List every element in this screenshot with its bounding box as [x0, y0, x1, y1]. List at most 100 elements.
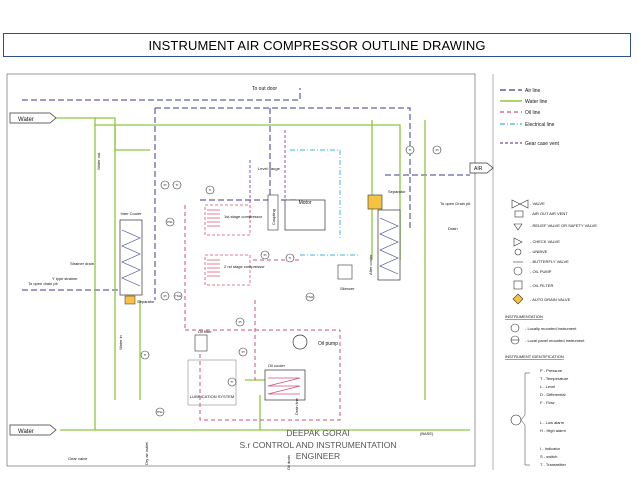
author-title: ENGINEER	[295, 451, 341, 461]
water-lines	[40, 117, 470, 431]
to-out-door-label: To out door	[252, 86, 277, 92]
gear-valve-label: Gear valve	[68, 456, 88, 461]
svg-text:TI: TI	[289, 256, 292, 260]
instrumentation-title: INSTRUMENTATION	[505, 314, 543, 319]
first-stage-compressor: 1st stage compressor	[204, 204, 263, 236]
legend-air-line: Air line	[525, 88, 541, 94]
second-stage-compressor: 2 nd stage compressor	[204, 254, 265, 286]
svg-text:TI: TI	[409, 148, 412, 152]
coupling: Coupling	[267, 194, 279, 231]
gear-case-vent	[249, 130, 286, 230]
id-pressure: P - Pressure	[540, 368, 563, 373]
dry-air-outlet-label: Dry air outlet	[144, 441, 149, 465]
svg-text:TSH: TSH	[307, 295, 313, 299]
silencer-label: Silencer	[340, 286, 355, 291]
drain-label: Drain	[448, 226, 458, 231]
svg-text:PI: PI	[264, 253, 267, 257]
identification-title: INSTRUMENT IDENTIFICATION	[505, 354, 564, 359]
after-cooler-label: After cooler	[368, 254, 373, 275]
inter-cooler-label: Inter Cooler	[121, 211, 143, 216]
y-strainer-label: Y type strainer	[52, 276, 78, 281]
id-indicator: I - Indicator	[540, 446, 561, 451]
oil-drain-label: Oil drain	[286, 455, 291, 470]
svg-text:PI: PI	[242, 350, 245, 354]
legend-identification: INSTRUMENT IDENTIFICATION P - Pressure T…	[505, 354, 569, 467]
water-top-label: Water	[18, 117, 34, 123]
legend-instrumentation: INSTRUMENTATION - Locally mounted instru…	[505, 314, 585, 345]
motor-label: Motor	[299, 200, 312, 206]
second-stage-label: 2 nd stage compressor	[224, 264, 265, 269]
legend-relief-valve: - RELIEF VALVE OR SAFETY VALVE	[530, 223, 597, 228]
legend-auto-drain: - AUTO DRAIN VALVE	[530, 297, 571, 302]
legend-oil-filter: - OIL FILTER	[530, 283, 553, 288]
id-level: L - Level	[540, 384, 555, 389]
first-stage-label: 1st stage compressor	[224, 214, 263, 219]
svg-text:TI: TI	[209, 188, 212, 192]
drawing-frame	[6, 73, 476, 467]
drain-pit-label: To open Drain pit	[440, 201, 471, 206]
electrical-lines	[290, 149, 360, 256]
legend-symbols: - VALVE - AIR OUT AIR VENT - RELIEF VALV…	[511, 199, 597, 305]
svg-text:PSL: PSL	[157, 410, 163, 414]
after-cooler: After cooler	[368, 209, 401, 281]
drain-line-label: Drain line	[294, 397, 299, 415]
legend-valve: - VALVE	[530, 201, 545, 206]
legend-air-vent: - AIR OUT AIR VENT	[530, 211, 568, 216]
legend-local-instrument: - Locally mounted instrument	[525, 326, 577, 331]
svg-text:TI: TI	[144, 353, 147, 357]
level-gauge-label: Level gauge	[258, 166, 281, 171]
svg-text:PI: PI	[436, 148, 439, 152]
svg-text:TSH: TSH	[175, 294, 181, 298]
water-bottom-label: Water	[18, 429, 34, 435]
legend-oil-pump: - OIL PUMP	[530, 269, 552, 274]
oil-lines	[184, 205, 341, 421]
author-footer: DEEPAK GORAI S.r CONTROL AND INSTRUMENTA…	[228, 428, 408, 463]
lubrication-label: LUBRICATION SYSTEM	[190, 394, 234, 399]
legend-gear-vent: Gear case vent	[525, 141, 560, 147]
drain-pit-left-label: To open drain pit	[28, 281, 58, 286]
water-out-label: Water out	[96, 152, 101, 170]
legend-butterfly: - BUTTERFLY VALVE	[530, 259, 569, 264]
id-differential: D - Differential	[540, 392, 566, 397]
oil-filter: Oil filter	[194, 329, 212, 352]
svg-text:TI: TI	[231, 380, 234, 384]
svg-text:PSL: PSL	[167, 220, 173, 224]
legend-electrical-line: Electrical line	[525, 122, 555, 128]
base-label: (BASE)	[420, 431, 434, 436]
author-role: S.r CONTROL AND INSTRUMENTATION	[239, 439, 397, 450]
separator-left: Separator	[124, 295, 155, 305]
air-label: AIR	[474, 166, 483, 172]
oil-cooler-label: Oil cooler	[268, 363, 286, 368]
svg-text:PI: PI	[164, 183, 167, 187]
id-transmitter: T - Transmitter	[540, 462, 567, 467]
legend-panel-instrument: - Local panel mounted instrument	[525, 338, 585, 343]
svg-text:PI: PI	[239, 320, 242, 324]
legend-water-line: Water line	[525, 99, 548, 105]
instrument-bubbles	[140, 145, 442, 417]
id-switch: S - switch	[540, 454, 557, 459]
coupling-label: Coupling	[271, 209, 276, 225]
silencer: Silencer	[337, 264, 355, 291]
strainer-drain-label: Strainer drain	[70, 261, 94, 266]
author-name: DEEPAK GORAI	[286, 428, 350, 438]
page-title: INSTRUMENT AIR COMPRESSOR OUTLINE DRAWIN…	[3, 33, 631, 57]
id-high-alarm: H - High alarm	[540, 428, 566, 433]
oil-pump-label: Oil pump	[318, 341, 338, 347]
oil-cooler: Oil cooler	[264, 363, 306, 401]
separator-right-label: Separator	[388, 189, 406, 194]
legend-unibve: - UNIBVE	[530, 249, 548, 254]
id-flow: F - Flow	[540, 400, 555, 405]
air-outlet: AIR	[469, 162, 494, 174]
id-low-alarm: L - Low alarm	[540, 420, 565, 425]
legend-oil-line: Oil line	[525, 110, 541, 116]
water-inlet-top: Water	[9, 112, 57, 124]
separator-left-label: Separator	[137, 299, 155, 304]
id-temperature: T - Temperature	[540, 376, 569, 381]
inter-cooler: Inter Cooler	[119, 211, 143, 296]
legend-check-valve: - CHECK VALVE	[530, 239, 560, 244]
water-in-label: Water in	[118, 335, 123, 350]
oil-filter-label: Oil filter	[198, 329, 212, 334]
separator-right-vessel: Separator	[367, 189, 406, 210]
water-inlet-bottom: Water	[9, 424, 57, 436]
